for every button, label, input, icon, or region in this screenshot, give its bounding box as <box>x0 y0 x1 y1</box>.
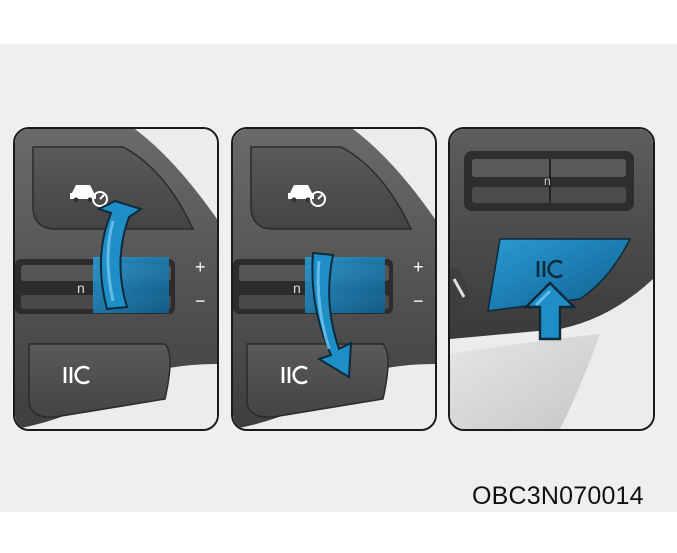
plus-label: + <box>195 257 206 277</box>
cruise-pause-icon <box>63 365 90 385</box>
push-up-arrow-icon <box>523 281 577 341</box>
cruise-pause-icon <box>281 365 308 385</box>
distance-button <box>32 146 195 230</box>
cruise-pause-icon <box>536 259 563 279</box>
svg-text:n: n <box>544 174 551 188</box>
panel-push-switch: n <box>448 127 655 431</box>
curved-arrow-up-icon <box>96 199 144 311</box>
panel-switch-up: n + − <box>13 127 219 431</box>
cruise-button <box>246 343 389 418</box>
distance-button <box>250 146 413 230</box>
figure-code: OBC3N070014 <box>472 482 644 510</box>
minus-label: − <box>413 291 424 311</box>
car-distance-icon <box>288 185 326 207</box>
plus-label: + <box>413 257 424 277</box>
curved-arrow-down-icon <box>311 251 353 379</box>
car-distance-icon <box>70 185 108 207</box>
cruise-button-highlight <box>487 238 632 312</box>
svg-text:n: n <box>293 280 301 296</box>
cruise-button <box>28 343 171 418</box>
panel-switch-down: n + − <box>231 127 437 431</box>
svg-text:n: n <box>77 280 85 296</box>
minus-label: − <box>195 291 206 311</box>
